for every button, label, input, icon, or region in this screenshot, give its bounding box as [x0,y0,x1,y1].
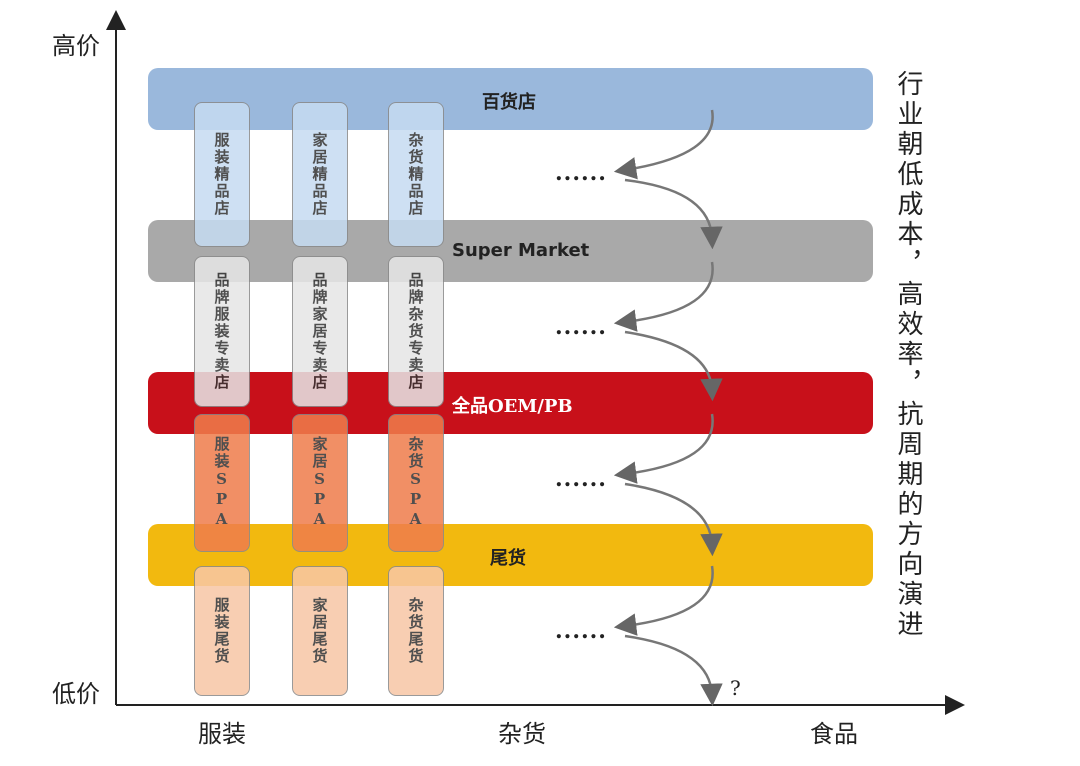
x-axis-label-goods: 杂货 [498,720,546,748]
band-oem-pb [148,372,873,434]
x-axis-label-food: 食品 [810,720,858,748]
side-note-trend: 行业朝低成本，高效率，抗周期的方向演进 [893,70,923,640]
arrow-4a [613,565,714,636]
arrow-2b [624,330,723,402]
card-home-boutique: 家居精品店 [292,102,348,247]
x-axis-label-clothing: 服装 [198,720,246,748]
card-clothing-boutique: 服装精品店 [194,102,250,247]
band-label-department-store: 百货店 [482,92,536,113]
band-label-outlet: 尾货 [490,548,526,569]
ellipsis-3: ...... [555,466,607,492]
arrow-1a [613,109,714,180]
arrow-3a [613,413,714,484]
card-goods-outlet: 杂货尾货 [388,566,444,696]
arrow-4b [624,634,723,707]
arrow-3b [624,482,723,557]
band-outlet [148,524,873,586]
ellipsis-1: ...... [555,160,607,186]
card-home-spa: 家居SPA [292,414,348,552]
band-department-store [148,68,873,130]
arrow-2a [613,261,714,332]
card-goods-spa: 杂货SPA [388,414,444,552]
y-axis-high-label: 高价 [52,32,100,60]
card-goods-boutique: 杂货精品店 [388,102,444,247]
band-super-market [148,220,873,282]
card-clothing-outlet: 服装尾货 [194,566,250,696]
card-home-brand-store: 品牌家居专卖店 [292,256,348,407]
question-mark: ? [730,676,741,700]
arrow-1b [624,178,723,250]
card-home-outlet: 家居尾货 [292,566,348,696]
ellipsis-4: ...... [555,618,607,644]
band-label-oem-pb: 全品OEM/PB [452,396,573,417]
card-clothing-brand-store: 品牌服装专卖店 [194,256,250,407]
y-axis-low-label: 低价 [52,680,100,708]
card-goods-brand-store: 品牌杂货专卖店 [388,256,444,407]
ellipsis-2: ...... [555,314,607,340]
band-label-super-market: Super Market [452,240,590,261]
card-clothing-spa: 服装SPA [194,414,250,552]
